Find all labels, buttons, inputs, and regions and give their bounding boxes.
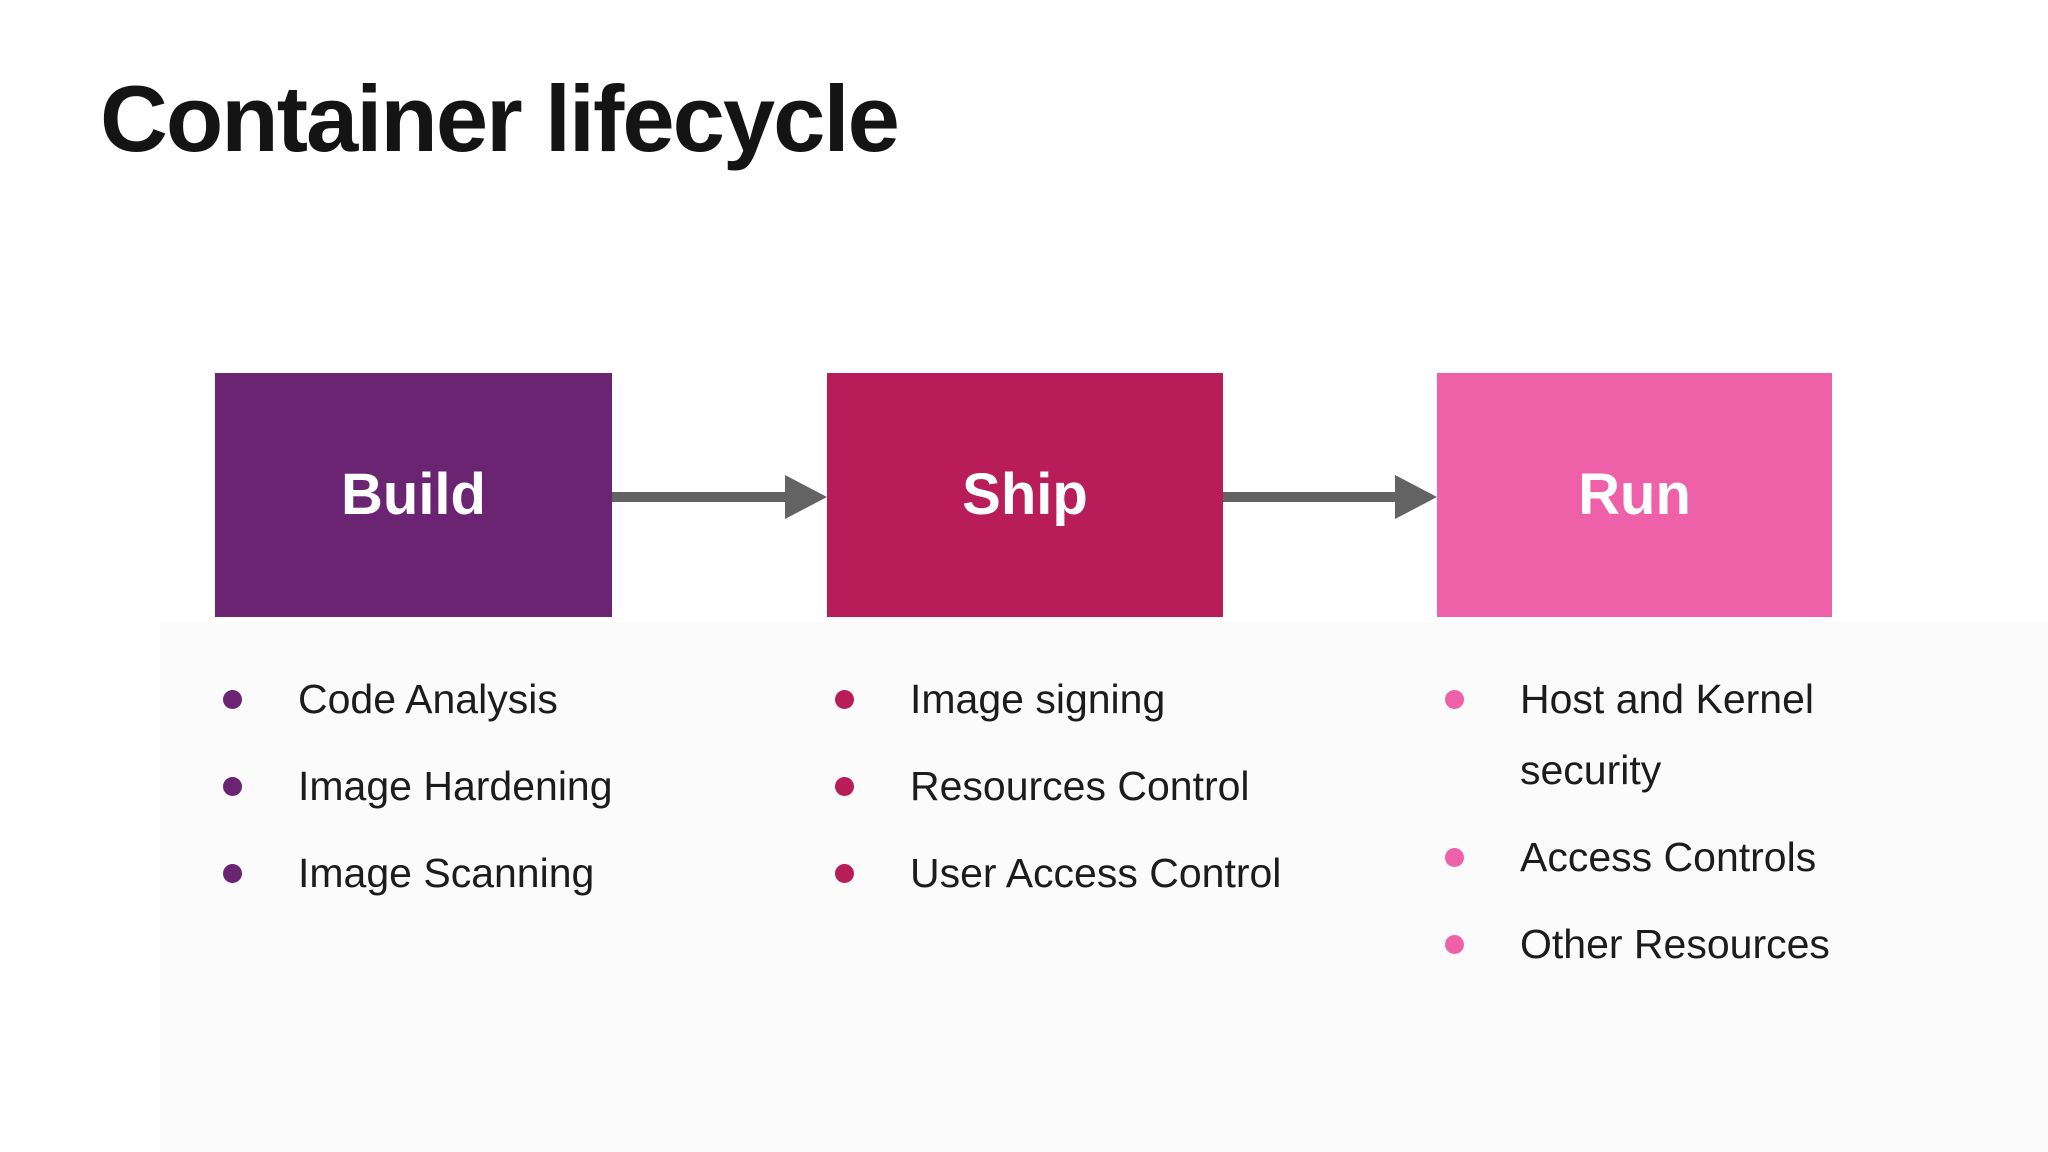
- arrow-head-icon: [1395, 475, 1437, 519]
- stage-box-run: Run: [1437, 373, 1832, 617]
- stage-label-build: Build: [341, 462, 486, 527]
- list-item: Host and Kernel security: [1437, 664, 1837, 806]
- arrow-line: [1223, 492, 1397, 502]
- bullet-dot-icon: [223, 776, 242, 796]
- stage-box-ship: Ship: [827, 373, 1223, 617]
- content-backdrop: [160, 622, 2048, 1152]
- bullet-dot-icon: [835, 690, 854, 709]
- bullet-dot-icon: [1445, 690, 1464, 709]
- list-item-label: Host and Kernel security: [1520, 676, 1815, 793]
- list-item-label: Image Scanning: [298, 849, 595, 896]
- list-item-label: Access Controls: [1520, 833, 1817, 880]
- stage-list-build: Code Analysis Image Hardening Image Scan…: [215, 664, 675, 925]
- arrow-line: [612, 492, 787, 502]
- bullet-dot-icon: [1445, 847, 1464, 867]
- bullet-dot-icon: [223, 690, 242, 709]
- arrow-head-icon: [785, 475, 827, 519]
- bullet-dot-icon: [223, 863, 242, 883]
- stage-label-run: Run: [1578, 462, 1691, 527]
- list-item-label: Code Analysis: [298, 676, 558, 722]
- bullet-dot-icon: [1445, 934, 1464, 954]
- flow-arrow-ship-to-run: [1223, 475, 1437, 519]
- list-item-label: Image Hardening: [298, 762, 613, 809]
- list-item: Code Analysis: [215, 664, 675, 735]
- stage-label-ship: Ship: [962, 462, 1088, 527]
- bullet-dot-icon: [835, 863, 854, 883]
- list-item-label: Other Resources: [1520, 920, 1830, 967]
- flow-arrow-build-to-ship: [612, 475, 827, 519]
- list-item: Image Hardening: [215, 751, 675, 822]
- list-item: Resources Control: [827, 751, 1327, 822]
- list-item: Access Controls: [1437, 822, 1837, 893]
- list-item: User Access Control: [827, 838, 1327, 909]
- list-item: Other Resources: [1437, 909, 1837, 980]
- list-item-label: User Access Control: [910, 849, 1282, 896]
- list-item: Image signing: [827, 664, 1327, 735]
- stage-list-ship: Image signing Resources Control User Acc…: [827, 664, 1327, 925]
- list-item-label: Image signing: [910, 676, 1166, 722]
- list-item: Image Scanning: [215, 838, 675, 909]
- stage-box-build: Build: [215, 373, 612, 617]
- bullet-dot-icon: [835, 776, 854, 796]
- stage-list-run: Host and Kernel security Access Controls…: [1437, 664, 1837, 996]
- list-item-label: Resources Control: [910, 762, 1250, 809]
- page-title: Container lifecycle: [100, 66, 900, 171]
